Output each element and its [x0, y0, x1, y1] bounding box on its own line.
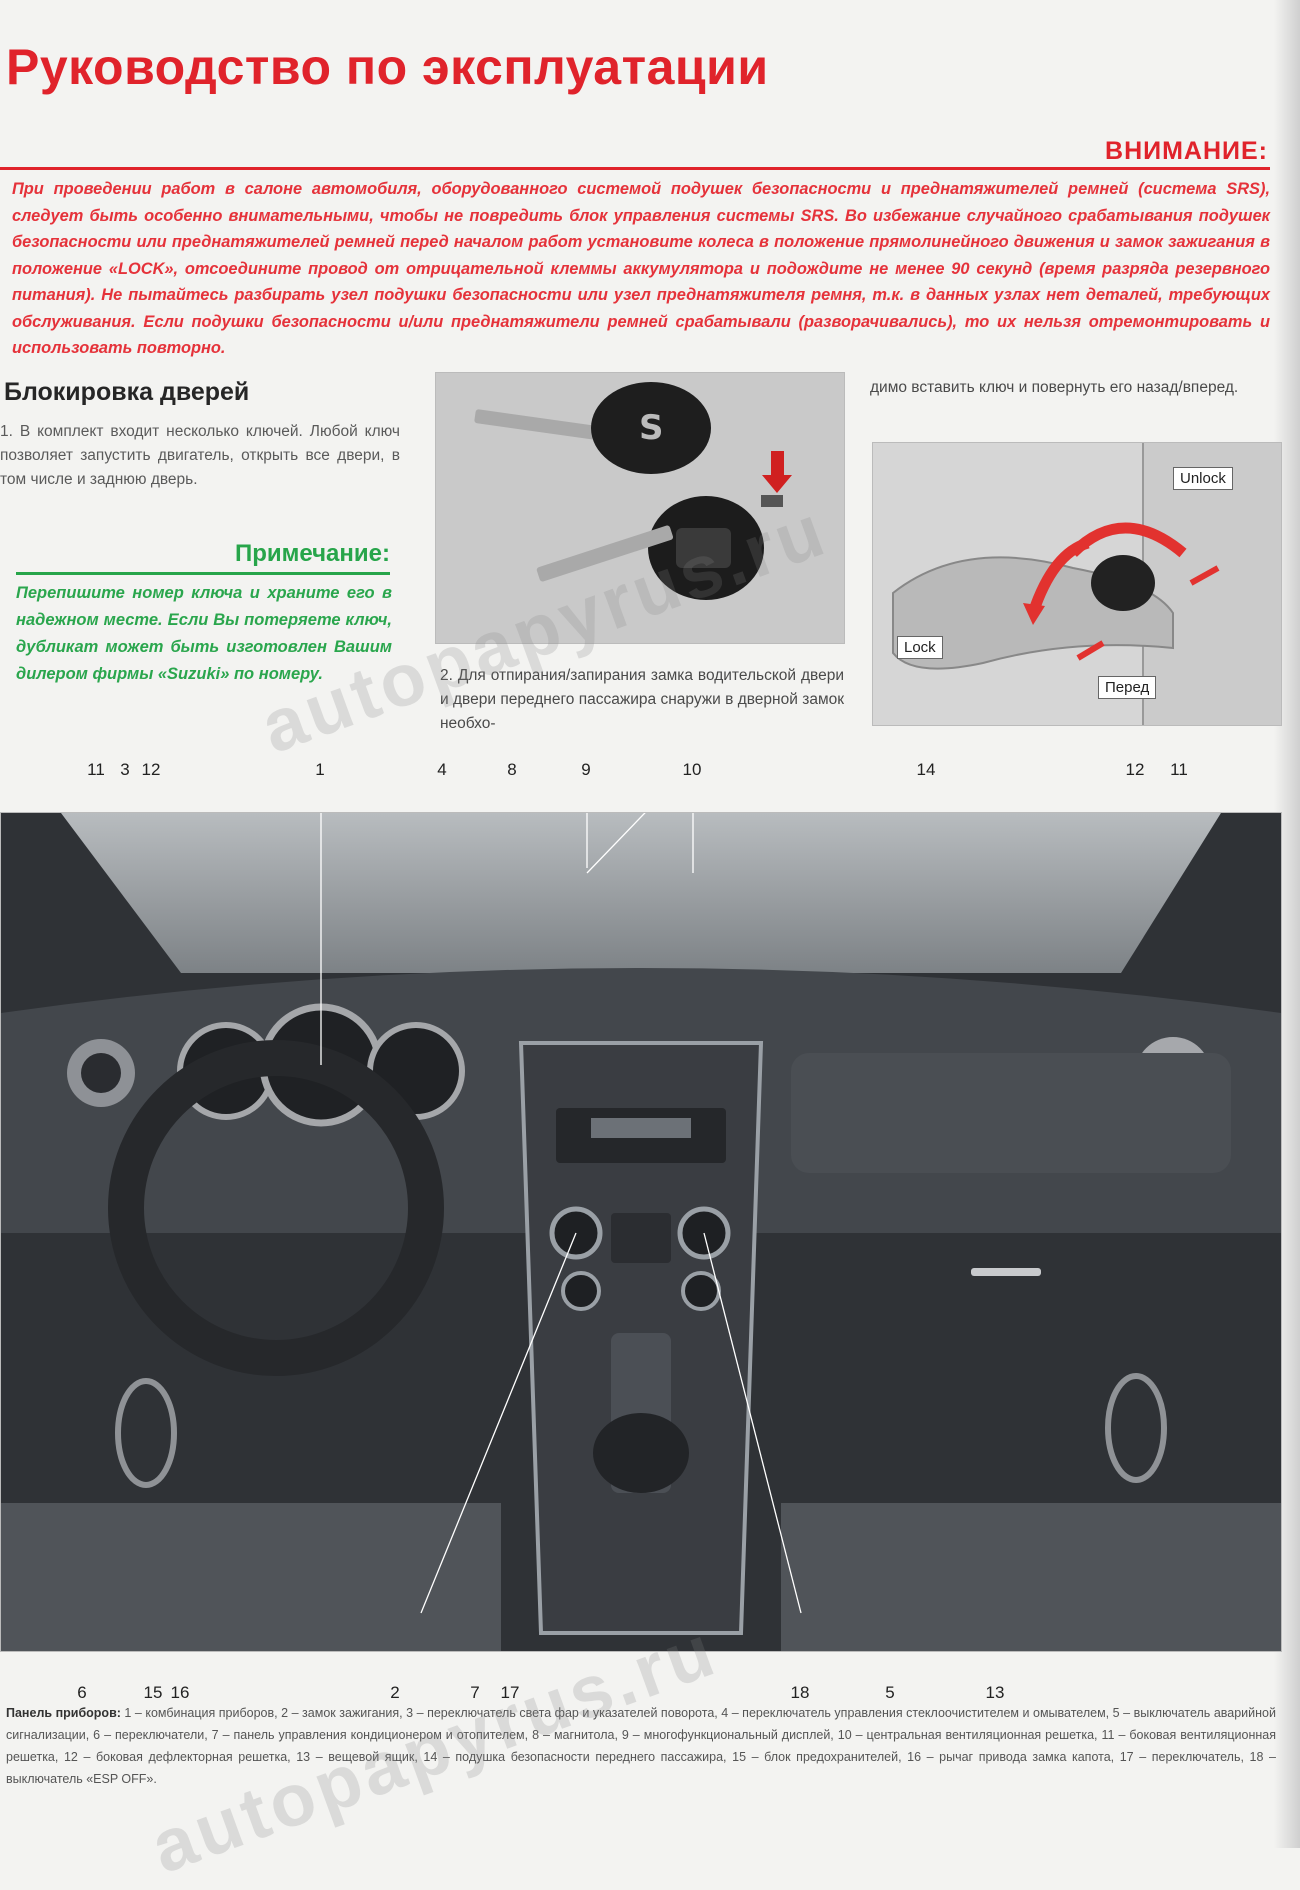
callout-label: 6 [77, 1683, 87, 1702]
lock-label: Lock [897, 636, 943, 659]
door-caption-part2: димо вставить ключ и повернуть его назад… [870, 379, 1239, 396]
callout-label: 15 [143, 1683, 163, 1702]
caption-lead: Панель приборов: [6, 1706, 121, 1720]
callout-label: 4 [437, 760, 447, 779]
callout-label: 7 [470, 1683, 480, 1702]
callout-label: 14 [916, 760, 936, 779]
callout-label: 5 [885, 1683, 895, 1702]
forward-label: Перед [1098, 676, 1157, 699]
callout-label: 13 [985, 1683, 1005, 1702]
dashboard-illustration [1, 762, 1281, 1651]
section-title: Блокировка дверей [4, 378, 250, 406]
callout-label: 12 [141, 760, 161, 779]
warning-heading: ВНИМАНИЕ: [1105, 137, 1268, 165]
warning-text: При проведении работ в салоне автомобиля… [12, 180, 1270, 357]
callout-label: 10 [682, 760, 702, 779]
section-intro: 1. В комплект входит несколько ключей. Л… [0, 423, 400, 488]
door-caption-part1: 2. Для отпирания/запирания замка водител… [440, 667, 844, 732]
keys-photo: S [435, 372, 845, 644]
callout-label: 11 [87, 760, 105, 779]
door-lock-illustration [873, 443, 1281, 725]
note-divider [16, 572, 390, 575]
dashboard-photo [0, 762, 1282, 1652]
callout-label: 11 [1170, 760, 1188, 779]
callout-label: 17 [500, 1683, 520, 1702]
note-heading: Примечание: [234, 540, 390, 567]
dashboard-legend-caption: Панель приборов: 1 – комбинация приборов… [6, 1702, 1276, 1790]
callout-label: 16 [170, 1683, 190, 1702]
keys-illustration: S [436, 373, 844, 643]
callout-label: 18 [790, 1683, 810, 1702]
callout-label: 2 [390, 1683, 400, 1702]
callout-label: 3 [120, 760, 130, 779]
caption-text: 1 – комбинация приборов, 2 – замок зажиг… [6, 1706, 1276, 1786]
warning-divider [0, 167, 1270, 170]
callout-label: 1 [315, 760, 325, 779]
callout-label: 12 [1125, 760, 1145, 779]
svg-text:S: S [639, 408, 664, 448]
page-title: Руководство по эксплуатации [6, 39, 769, 95]
door-lock-photo: Unlock Lock Перед [872, 442, 1282, 726]
callout-label: 9 [581, 760, 591, 779]
note-text: Перепишите номер ключа и храните его в н… [16, 584, 392, 683]
callout-label: 8 [507, 760, 517, 779]
unlock-label: Unlock [1173, 467, 1233, 490]
